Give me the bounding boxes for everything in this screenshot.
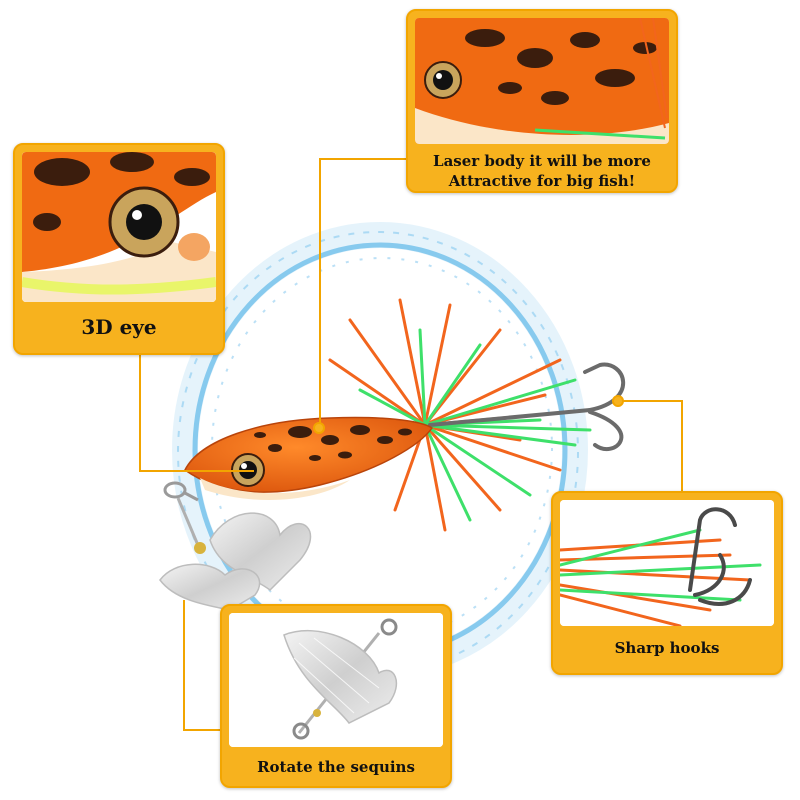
eye-caption: 3D eye xyxy=(81,315,157,339)
laser-body-closeup xyxy=(415,18,669,144)
hooks-closeup xyxy=(560,500,774,626)
spinner-assembly xyxy=(159,481,312,611)
callout-sharp-hooks: Sharp hooks xyxy=(551,491,783,675)
leader-line-sequins-v xyxy=(183,600,185,730)
hooks-caption: Sharp hooks xyxy=(614,639,720,657)
leader-dot-hooks xyxy=(612,395,624,407)
eye-closeup xyxy=(22,152,216,302)
leader-line-laser-h xyxy=(319,158,409,160)
leader-line-sequins-h xyxy=(183,729,223,731)
laser-caption-line2: Attractive for big fish! xyxy=(448,172,636,190)
leader-dot-laser xyxy=(313,422,325,434)
callout-rotate-sequins: Rotate the sequins xyxy=(220,604,452,788)
sequins-caption: Rotate the sequins xyxy=(257,758,415,776)
leader-line-laser-v xyxy=(319,158,321,428)
leader-line-hooks-h xyxy=(620,400,682,402)
laser-caption-line1: Laser body it will be more xyxy=(433,152,651,170)
sequins-closeup xyxy=(229,613,443,747)
treble-hook xyxy=(428,362,626,452)
frog-lure-body xyxy=(184,416,434,501)
leader-line-hooks-v xyxy=(681,400,683,493)
leader-line-eye-h xyxy=(139,470,254,472)
callout-laser-body: Laser body it will be more Attractive fo… xyxy=(406,9,678,193)
callout-3d-eye: 3D eye xyxy=(13,143,225,355)
leader-line-eye-v xyxy=(139,350,141,472)
